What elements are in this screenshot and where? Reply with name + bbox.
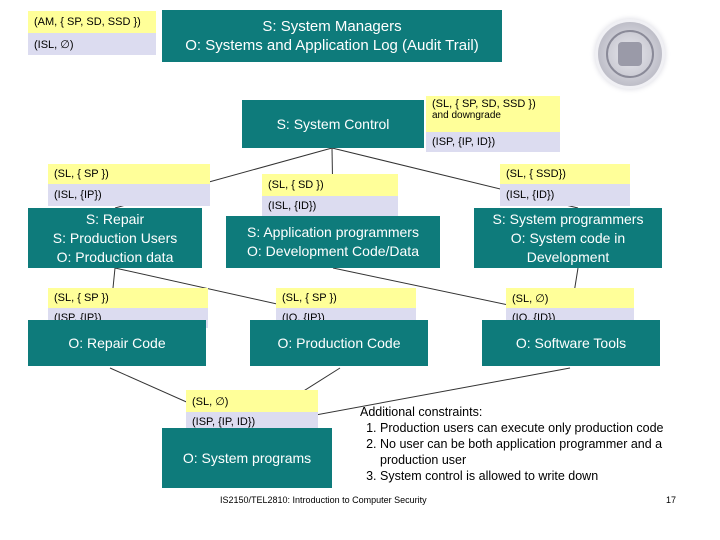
- tools-title: O: Software Tools: [515, 334, 627, 351]
- prodcode-label-access: (SL, { SP }): [276, 288, 416, 308]
- repair-label-integrity: (ISL, {IP}): [48, 184, 210, 206]
- sysprog-label-access: (SL, { SSD}): [500, 164, 630, 184]
- prodcode-title: O: Production Code: [277, 334, 401, 351]
- tools-box: O: Software Tools: [482, 320, 660, 366]
- constraints-list: Production users can execute only produc…: [360, 420, 715, 484]
- control-label-access: (SL, { SP, SD, SSD }) and downgrade: [426, 96, 560, 132]
- control-title: S: System Control: [276, 115, 390, 132]
- university-seal: [598, 22, 662, 86]
- repair-label-access: (SL, { SP }): [48, 164, 210, 184]
- sysprog-line-3: Development: [526, 248, 610, 265]
- managers-label-access: (AM, { SP, SD, SSD }): [28, 11, 156, 33]
- control-label-integrity: (ISP, {IP, ID}): [426, 132, 560, 152]
- slide-footer: IS2150/TEL2810: Introduction to Computer…: [220, 495, 427, 505]
- appprog-label-integrity: (ISL, {ID}): [262, 196, 398, 216]
- managers-object: O: Systems and Application Log (Audit Tr…: [185, 37, 479, 54]
- managers-subject: S: System Managers: [262, 18, 402, 35]
- constraints-heading: Additional constraints:: [360, 405, 483, 419]
- sysprog-box: S: System programmers O: System code in …: [474, 208, 662, 268]
- prodcode-box: O: Production Code: [250, 320, 428, 366]
- sysprog-line-1: S: System programmers: [492, 210, 644, 227]
- appprog-line-2: O: Development Code/Data: [247, 243, 419, 259]
- tools-label-access: (SL, ∅): [506, 288, 634, 308]
- appprog-line-1: S: Application programmers: [247, 224, 419, 240]
- repaircode-box: O: Repair Code: [28, 320, 206, 366]
- constraint-item: No user can be both application programm…: [380, 436, 715, 468]
- constraints-notes: Additional constraints: Production users…: [360, 404, 715, 484]
- programs-box: O: System programs: [162, 428, 332, 488]
- appprog-label-access: (SL, { SD }): [262, 174, 398, 196]
- control-label-note: and downgrade: [432, 110, 501, 121]
- managers-box: S: System Managers O: Systems and Applic…: [162, 10, 502, 62]
- managers-label-integrity: (ISL, ∅): [28, 33, 156, 55]
- repair-line-3: O: Production data: [56, 248, 174, 265]
- programs-title: O: System programs: [182, 449, 312, 466]
- repair-box: S: Repair S: Production Users O: Product…: [28, 208, 202, 268]
- control-box: S: System Control: [242, 100, 424, 148]
- appprog-box: S: Application programmers O: Developmen…: [226, 216, 440, 268]
- constraint-item: Production users can execute only produc…: [380, 420, 715, 436]
- constraint-item: System control is allowed to write down: [380, 468, 715, 484]
- repaircode-label-access: (SL, { SP }): [48, 288, 208, 308]
- sysprog-label-integrity: (ISL, {ID}): [500, 184, 630, 206]
- repair-line-2: S: Production Users: [52, 229, 178, 246]
- repaircode-title: O: Repair Code: [68, 334, 166, 351]
- repair-line-1: S: Repair: [85, 210, 145, 227]
- sysprog-line-2: O: System code in: [510, 229, 626, 246]
- page-number: 17: [666, 495, 677, 505]
- programs-label-integrity: (ISP, {IP, ID}): [186, 412, 318, 432]
- programs-label-access: (SL, ∅): [186, 390, 318, 412]
- control-label-access-text: (SL, { SP, SD, SSD }): [432, 98, 536, 110]
